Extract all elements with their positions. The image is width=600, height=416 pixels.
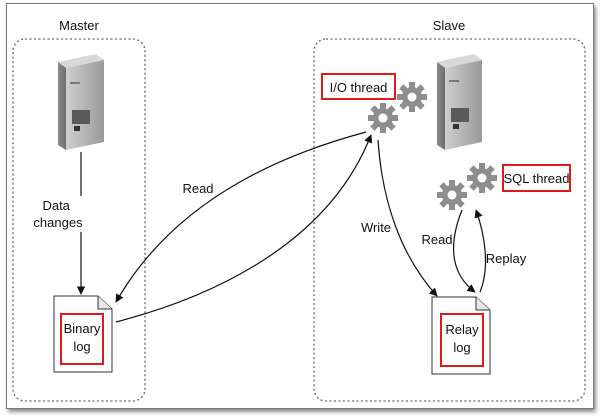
- binary-log-highlight: [60, 313, 104, 365]
- io-thread-label: I/O thread: [330, 80, 388, 95]
- master-panel: [12, 38, 146, 402]
- relay-log-highlight: [440, 313, 484, 367]
- sql-thread-label-box: [502, 164, 571, 192]
- data-changes-label: Data changes: [33, 198, 83, 230]
- read-master-label: Read: [182, 181, 213, 196]
- relay-log-label-line1: Relay: [445, 322, 479, 337]
- slave-server-icon: [437, 54, 482, 150]
- read-slave-label: Read: [421, 232, 452, 247]
- binary-log-label-line2: log: [73, 339, 90, 354]
- slave-panel: [313, 38, 586, 402]
- read-request-arrow: [115, 131, 367, 303]
- write-label: Write: [361, 220, 391, 235]
- sql-thread-label: SQL thread: [503, 171, 569, 186]
- replay-arrow: [474, 209, 487, 293]
- master-server-icon: [58, 54, 104, 150]
- replay-label: Replay: [486, 251, 527, 266]
- io-thread-label-box: [321, 73, 396, 100]
- data-changes-label-bg: [36, 196, 84, 232]
- sql-thread-gears-icon: [437, 163, 497, 210]
- binlog-to-io-arrow: [115, 134, 373, 323]
- binary-log-label-line1: Binary: [64, 321, 101, 336]
- write-arrow: [377, 139, 438, 297]
- relay-log-document-icon: [431, 296, 491, 375]
- sql-read-arrow: [453, 209, 476, 293]
- relay-log-label-line2: log: [453, 340, 470, 355]
- slave-title: Slave: [433, 18, 466, 33]
- master-title: Master: [59, 18, 99, 33]
